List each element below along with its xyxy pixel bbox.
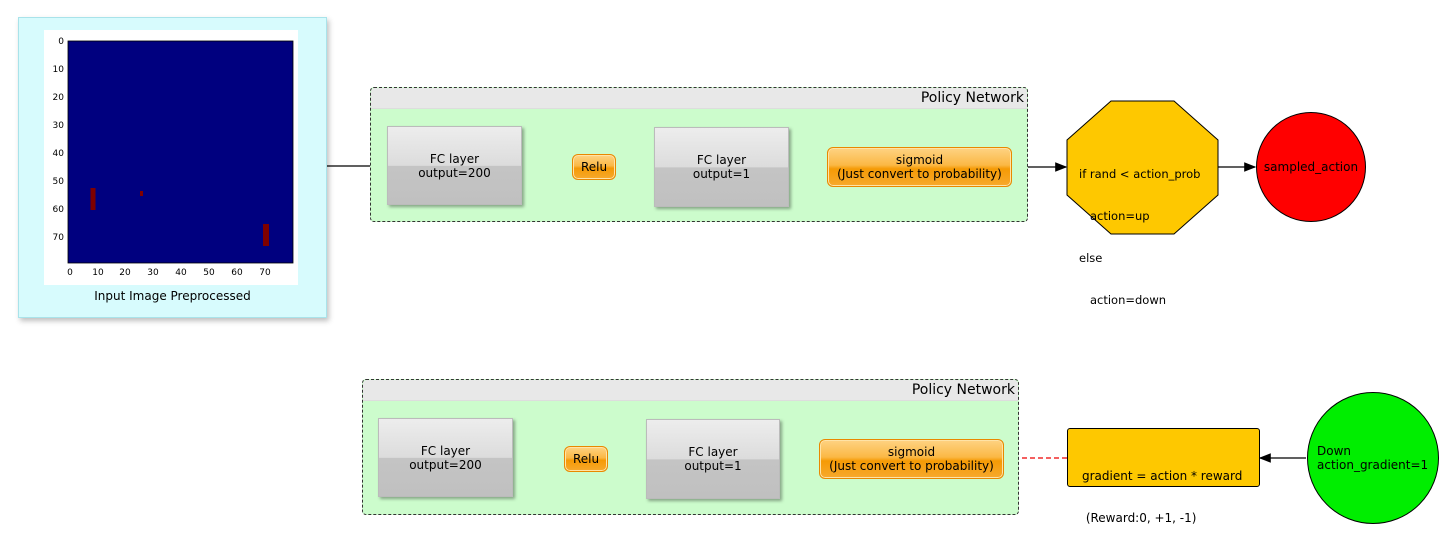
y-tick-label: 20 xyxy=(53,93,65,103)
left-paddle xyxy=(90,188,96,210)
fc-label: FC layer xyxy=(688,445,738,459)
down-node-text: Down action_gradient=1 xyxy=(1317,444,1428,472)
input-image-plot: 0 10 20 30 40 50 60 70 0 10 20 30 40 50 … xyxy=(53,37,294,278)
x-tick-label: 40 xyxy=(175,268,187,278)
x-tick-label: 50 xyxy=(203,268,215,278)
y-tick-label: 0 xyxy=(58,37,64,47)
x-axis: 0 10 20 30 40 50 60 70 xyxy=(67,268,271,278)
forward-network-title: Policy Network xyxy=(371,88,1027,109)
right-paddle xyxy=(263,224,269,246)
input-image-caption: Input Image Preprocessed xyxy=(94,289,251,303)
fc-label: FC layer xyxy=(420,443,471,458)
y-tick-label: 70 xyxy=(53,233,65,243)
action-gradient-label: action_gradient=1 xyxy=(1317,458,1429,472)
backward-fc-layer-200: FC layer output=200 xyxy=(378,418,513,497)
fc-output: output=200 xyxy=(418,165,491,180)
x-tick-label: 10 xyxy=(92,268,104,278)
ball xyxy=(140,191,143,196)
fc-output: output=1 xyxy=(692,167,751,181)
backward-relu: Relu xyxy=(564,446,608,472)
sampled-action-label: sampled_action xyxy=(1263,160,1359,174)
y-tick-label: 40 xyxy=(53,149,65,159)
forward-relu: Relu xyxy=(572,154,616,180)
decision-line: if rand < action_prob xyxy=(1079,167,1201,181)
image-background xyxy=(67,40,294,264)
sigmoid-note: (Just convert to probability) xyxy=(837,167,1002,181)
relu-label: Relu xyxy=(572,452,600,466)
x-tick-label: 30 xyxy=(147,268,159,278)
y-tick-label: 30 xyxy=(53,121,65,131)
relu-label: Relu xyxy=(580,160,608,174)
decision-line: else xyxy=(1079,251,1103,265)
decision-text: if rand < action_prob action=up else act… xyxy=(1079,139,1200,321)
fc-label: FC layer xyxy=(696,153,747,167)
sigmoid-label: sigmoid xyxy=(895,153,944,167)
sigmoid-note: (Just convert to probability) xyxy=(829,459,994,473)
x-tick-label: 20 xyxy=(119,268,131,278)
forward-fc-layer-200: FC layer output=200 xyxy=(387,126,522,205)
x-tick-label: 70 xyxy=(259,268,271,278)
fc-label: FC layer xyxy=(429,151,480,166)
fc-output: output=200 xyxy=(409,457,482,472)
gradient-reward-note: (Reward:0, +1, -1) xyxy=(1082,511,1197,525)
y-tick-label: 60 xyxy=(53,205,65,215)
down-node-circle xyxy=(1307,392,1439,524)
forward-fc-layer-1: FC layer output=1 xyxy=(654,127,789,207)
sampled-action-circle xyxy=(1256,112,1366,222)
forward-sigmoid: sigmoid (Just convert to probability) xyxy=(827,147,1012,187)
decision-line: action=up xyxy=(1079,209,1150,223)
gradient-formula: gradient = action * reward xyxy=(1082,469,1243,483)
backward-network-title: Policy Network xyxy=(363,380,1018,401)
x-tick-label: 60 xyxy=(231,268,243,278)
decision-line: action=down xyxy=(1079,293,1167,307)
backward-sigmoid: sigmoid (Just convert to probability) xyxy=(819,439,1004,479)
y-tick-label: 50 xyxy=(53,177,65,187)
decision-octagon xyxy=(1066,100,1219,235)
backward-fc-layer-1: FC layer output=1 xyxy=(646,419,780,499)
x-tick-label: 0 xyxy=(67,268,73,278)
input-image-figure: 0 10 20 30 40 50 60 70 0 10 20 30 40 50 … xyxy=(44,30,298,285)
sigmoid-label: sigmoid xyxy=(887,445,936,459)
gradient-box: gradient = action * reward (Reward:0, +1… xyxy=(1067,428,1260,525)
down-label: Down xyxy=(1317,444,1352,458)
y-axis: 0 10 20 30 40 50 60 70 xyxy=(53,37,65,243)
fc-output: output=1 xyxy=(684,459,742,473)
y-tick-label: 10 xyxy=(53,65,65,75)
